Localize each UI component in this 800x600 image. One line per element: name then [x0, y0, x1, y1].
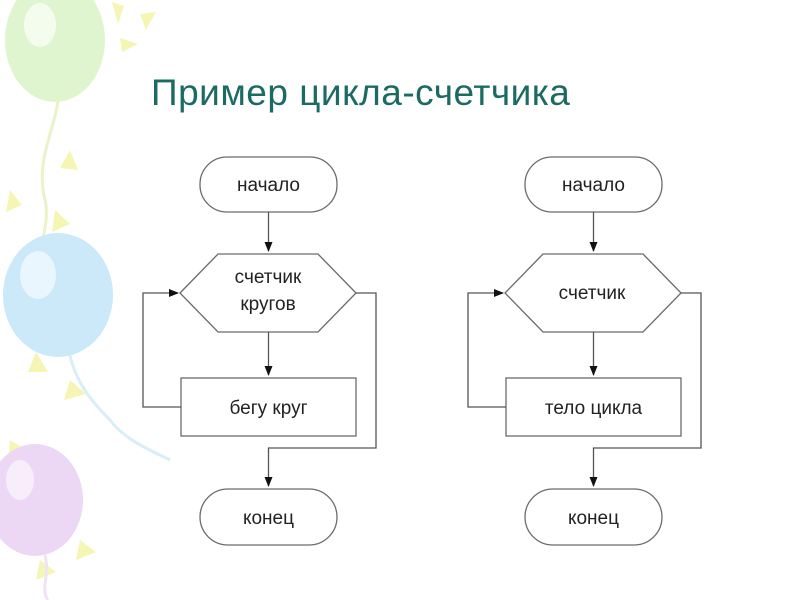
balloon-decoration: [0, 0, 171, 600]
body-label: бегу круг: [229, 398, 307, 419]
edge-loop-exit-to-end: [264, 292, 377, 487]
loop-label: счетчик: [559, 283, 626, 304]
loop-label-line1: счетчик: [235, 267, 302, 288]
flowchart-left: начало счетчик кругов бегу круг конец: [142, 156, 377, 546]
end-node: [524, 488, 663, 546]
loop-node: [179, 253, 357, 333]
loop-label-line2: кругов: [240, 294, 295, 315]
end-node: [199, 488, 338, 546]
body-node: [180, 377, 357, 437]
edge-body-back-to-loop: [467, 289, 506, 408]
start-label: начало: [562, 175, 625, 196]
body-node: [505, 377, 682, 437]
edge-loop-exit-to-end: [589, 292, 702, 487]
end-label: конец: [243, 508, 294, 529]
flowchart-right: начало счетчик тело цикла конец: [467, 156, 702, 546]
body-label: тело цикла: [545, 398, 643, 419]
end-label: конец: [568, 508, 619, 529]
start-label: начало: [237, 175, 300, 196]
page-title: Пример цикла-счетчика: [151, 72, 571, 113]
edge-body-back-to-loop: [142, 289, 181, 408]
